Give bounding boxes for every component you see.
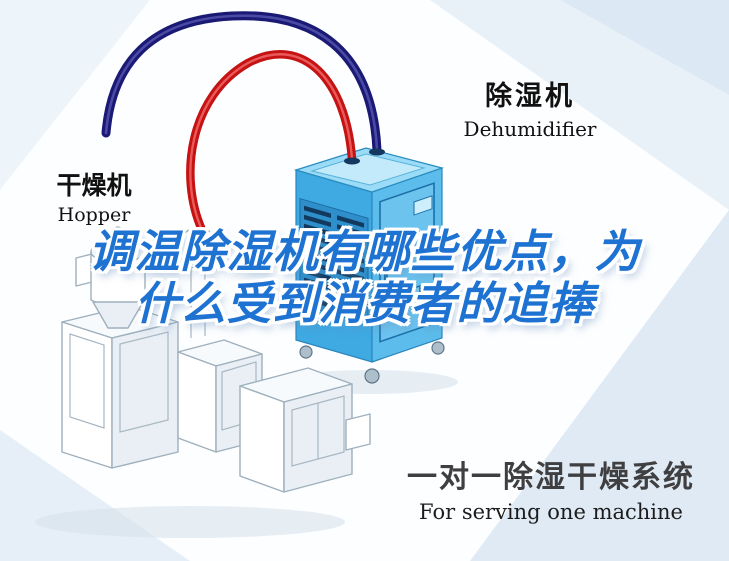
extruder-shadow [35, 506, 345, 538]
dehumidifier-unit [293, 147, 445, 384]
hopper-label: 干燥机 Hopper [38, 166, 150, 226]
door-panel [379, 182, 435, 343]
navy-hose [101, 11, 382, 155]
footer-caption: 一对一除湿干燥系统 For serving one machine [407, 452, 695, 524]
footer-caption-en: For serving one machine [419, 500, 683, 524]
headline-line2: 什么受到消费者的追捧 [134, 277, 595, 331]
headline: 调温除湿机有哪些优点，为 什么受到消费者的追捧 [0, 225, 729, 331]
footer-caption-cn: 一对一除湿干燥系统 [407, 460, 695, 495]
vent-grille [299, 197, 369, 325]
hopper-label-en: Hopper [57, 204, 131, 226]
headline-line1: 调温除湿机有哪些优点，为 [88, 225, 641, 278]
caster-wheels [299, 341, 445, 384]
drying-hopper [75, 226, 182, 329]
dehumidifier-label: 除湿机 Dehumidifier [450, 74, 610, 141]
extruder-machine [61, 226, 371, 493]
hose-collars [344, 148, 385, 165]
dehumidifier-label-cn: 除湿机 [485, 81, 575, 112]
hopper-label-cn: 干燥机 [56, 171, 132, 200]
red-hose [186, 50, 357, 235]
dehumidifier-label-en: Dehumidifier [463, 117, 597, 141]
